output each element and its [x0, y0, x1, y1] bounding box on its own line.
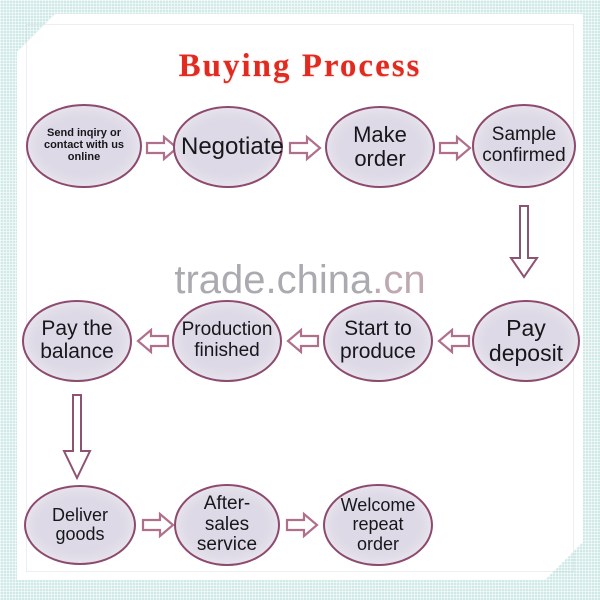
node-pay-the-balance: Pay the balance — [22, 300, 132, 382]
arrow-right-icon — [141, 511, 175, 539]
node-pay-deposit: Pay deposit — [472, 300, 580, 382]
arrow-down-icon — [509, 205, 539, 279]
arrow-right-icon — [438, 134, 472, 162]
node-start-to-produce: Start to produce — [323, 300, 433, 382]
arrow-left-icon — [437, 327, 471, 355]
node-send-inquiry-line1: Send inqiry or — [47, 127, 121, 140]
node-production-finished-line1: Production — [181, 319, 273, 341]
arrow-pay-deposit-to-start — [437, 327, 471, 355]
arrow-right-icon — [288, 134, 322, 162]
node-make-order: Make order — [325, 106, 435, 188]
node-start-to-produce-line1: Start to — [344, 317, 412, 341]
node-pay-deposit-line2: deposit — [488, 340, 564, 366]
arrow-sample-to-pay-deposit — [508, 204, 540, 280]
arrow-send-to-negotiate — [145, 134, 179, 162]
arrow-right-icon — [285, 511, 319, 539]
arrow-left-icon — [286, 327, 320, 355]
node-production-finished: Production finished — [172, 300, 282, 382]
node-pay-the-balance-line2: balance — [40, 340, 114, 363]
node-sample-confirmed-line2: confirmed — [482, 145, 566, 166]
node-production-finished-line2: finished — [194, 340, 260, 361]
arrow-after-sales-to-welcome — [285, 511, 319, 539]
node-welcome-repeat-order-line1: Welcome — [340, 494, 416, 515]
arrow-start-to-production — [286, 327, 320, 355]
node-start-to-produce-line2: produce — [340, 340, 416, 363]
node-after-sales-service: After-sales service — [174, 484, 280, 566]
page-title: Buying Process — [178, 48, 422, 84]
node-after-sales-service-line2: service — [196, 534, 258, 556]
node-sample-confirmed-line1: Sample — [491, 124, 557, 146]
arrow-make-order-to-sample — [438, 134, 472, 162]
arrow-production-to-balance — [136, 327, 170, 355]
node-pay-the-balance-line1: Pay the — [41, 317, 113, 341]
node-sample-confirmed: Sample confirmed — [472, 104, 576, 188]
node-pay-deposit-line1: Pay — [506, 315, 546, 342]
arrow-deliver-to-after-sales — [141, 511, 175, 539]
node-after-sales-service-line1: After-sales — [203, 493, 251, 535]
arrow-negotiate-to-make-order — [288, 134, 322, 162]
node-send-inquiry-line2: contact with us online — [43, 139, 125, 163]
node-negotiate-label: Negotiate — [181, 133, 284, 161]
node-send-inquiry: Send inqiry or contact with us online — [26, 104, 142, 188]
node-welcome-repeat-order-line2: repeat order — [352, 514, 404, 554]
node-deliver-goods: Deliver goods — [24, 485, 136, 565]
node-negotiate: Negotiate — [173, 106, 284, 188]
node-deliver-goods-label: Deliver goods — [51, 504, 108, 544]
arrow-left-icon — [136, 327, 170, 355]
arrow-balance-to-deliver — [61, 393, 93, 481]
arrow-down-icon — [62, 394, 92, 481]
arrow-right-icon — [145, 134, 179, 162]
node-make-order-label: Make order — [353, 122, 407, 171]
node-welcome-repeat-order: Welcome repeat order — [323, 484, 433, 566]
